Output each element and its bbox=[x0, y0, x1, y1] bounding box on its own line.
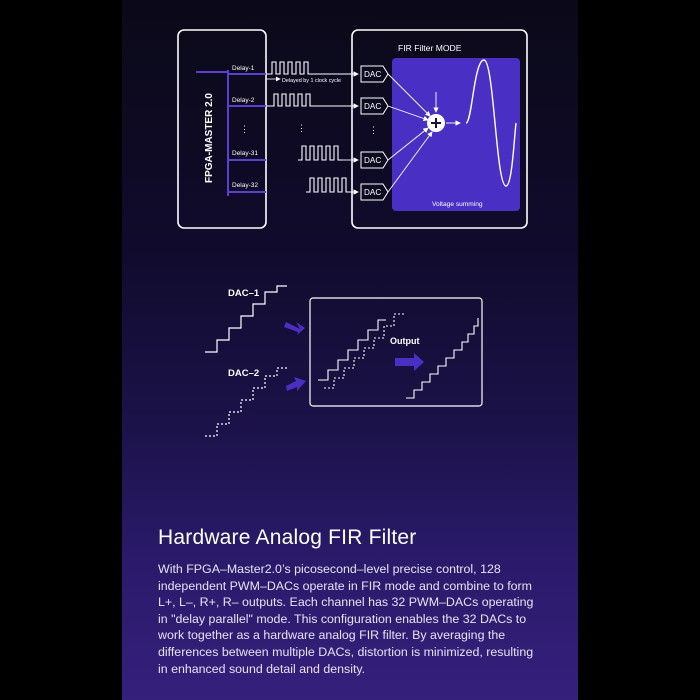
combined-staircase-solid bbox=[318, 319, 386, 381]
section-body: With FPGA–Master2.0’s picosecond–level p… bbox=[158, 562, 534, 676]
dac2-staircase bbox=[205, 367, 289, 437]
output-staircase bbox=[406, 318, 479, 399]
dac2-label: DAC–2 bbox=[228, 368, 259, 379]
fpga-box bbox=[177, 29, 267, 229]
dac-block-32: DAC bbox=[360, 183, 389, 201]
filter-title: FIR Filter MODE bbox=[398, 43, 462, 53]
fpga-label: FPGA-MASTER 2.0 bbox=[204, 93, 215, 183]
svg-text:DAC: DAC bbox=[364, 156, 381, 165]
svg-text:DAC: DAC bbox=[364, 70, 381, 79]
pulse-train-32 bbox=[306, 177, 350, 193]
summing-node-icon bbox=[427, 114, 445, 132]
dac-block-31: DAC bbox=[360, 151, 389, 169]
output-arrow-icon bbox=[395, 353, 424, 371]
delay-32-label: Delay-32 bbox=[232, 182, 258, 189]
pulse-train-1 bbox=[266, 61, 312, 75]
output-label: Output bbox=[390, 336, 420, 346]
combined-box bbox=[309, 297, 483, 407]
combined-staircase-dotted bbox=[324, 313, 404, 389]
dac-block-1: DAC bbox=[360, 65, 389, 83]
dac1-label: DAC–1 bbox=[228, 288, 260, 299]
dac-ellipsis: ⋮ bbox=[369, 125, 378, 135]
dac-block-2: DAC bbox=[360, 97, 389, 115]
sum-caption: Voltage summing bbox=[432, 201, 483, 208]
pulse-train-31 bbox=[298, 145, 342, 161]
delay-note: Delayed by 1 clock cycle bbox=[282, 78, 341, 84]
delay-2-label: Delay-2 bbox=[232, 97, 255, 104]
delay-ellipsis: ⋮ bbox=[240, 124, 249, 134]
section-title: Hardware Analog FIR Filter bbox=[158, 526, 417, 549]
dac1-staircase bbox=[205, 285, 287, 353]
pulse-ellipsis: ⋮ bbox=[297, 123, 306, 133]
sine-output-icon bbox=[465, 59, 517, 187]
svg-text:DAC: DAC bbox=[364, 102, 381, 111]
fir-filter-box bbox=[351, 29, 528, 229]
arrow-icon-dac1 bbox=[284, 322, 305, 335]
delay-1-label: Delay-1 bbox=[232, 65, 255, 72]
arrow-icon-dac2 bbox=[286, 377, 306, 391]
delay-31-label: Delay-31 bbox=[232, 150, 258, 157]
svg-text:DAC: DAC bbox=[364, 188, 381, 197]
summing-area bbox=[392, 58, 520, 211]
pulse-train-2 bbox=[266, 93, 314, 107]
